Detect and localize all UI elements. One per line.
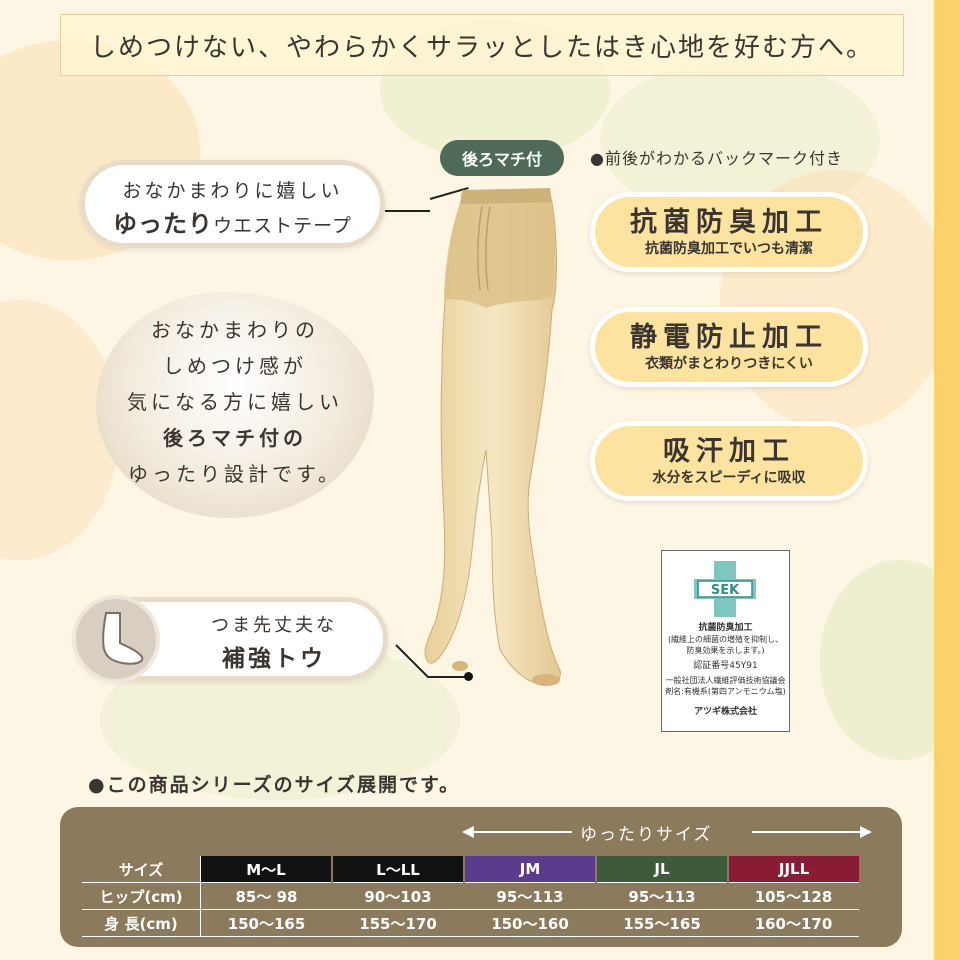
- waist-callout: おなかまわりに嬉しい ゆったりウエストテープ: [80, 160, 385, 248]
- toe-callout-line2: 補強トウ: [222, 645, 326, 672]
- foot-icon: [72, 595, 160, 683]
- size-cell: L〜LL: [332, 856, 465, 883]
- sek-line: 認証番号45Y91: [693, 661, 758, 671]
- tights-panty: [444, 202, 555, 308]
- waist-callout-line2: ゆったりウエストテープ: [80, 204, 385, 239]
- leader-dot: [464, 672, 473, 681]
- hip-cell: 95〜113: [596, 882, 728, 910]
- arrow-right-icon: [860, 826, 872, 838]
- size-table-row: ヒップ(cm) 85〜 98 90〜103 95〜113 95〜113 105〜…: [82, 882, 859, 910]
- feature-title: 静電防止加工: [630, 322, 828, 353]
- height-cell: 155〜170: [332, 909, 464, 937]
- toe-callout: つま先丈夫な 補強トウ: [72, 595, 388, 683]
- gusset-description-line: 気になる方に嬉しい: [127, 390, 343, 414]
- height-cell: 160〜170: [728, 909, 859, 937]
- sek-certification-label: SEK 抗菌防臭加工 (繊維上の細菌の増殖を抑制し、 防臭効果を示します。) 認…: [661, 550, 790, 732]
- sek-line: アツギ株式会社: [693, 707, 757, 717]
- waist-callout-rest: ウエストテープ: [213, 215, 352, 237]
- feature-antistatic: 静電防止加工 衣類がまとわりつきにくい: [590, 307, 868, 387]
- gusset-tag: 後ろマチ付: [440, 140, 564, 176]
- sek-line: (繊維上の細菌の増殖を抑制し、: [667, 635, 784, 644]
- right-accent-bar: [934, 0, 960, 960]
- tights-waistband: [460, 188, 552, 204]
- feature-title: 吸汗加工: [663, 436, 795, 467]
- feature-subtitle: 抗菌防臭加工でいつも清潔: [645, 241, 813, 257]
- waist-callout-bold: ゆったり: [113, 209, 214, 238]
- sek-logo-icon: SEK: [694, 561, 756, 617]
- feature-subtitle: 水分をスピーディに吸収: [652, 470, 806, 486]
- feature-subtitle: 衣類がまとわりつきにくい: [645, 356, 813, 372]
- hip-cell: 90〜103: [332, 882, 464, 910]
- size-cell: JM: [464, 856, 597, 883]
- waist-callout-line1: おなかまわりに嬉しい: [122, 180, 343, 202]
- header-banner: しめつけない、やわらかくサラッとしたはき心地を好む方へ。: [60, 14, 904, 76]
- height-cell: 155〜165: [596, 909, 728, 937]
- hip-cell: 95〜113: [464, 882, 596, 910]
- height-cell: 150〜160: [464, 909, 596, 937]
- arrow-line: [468, 831, 572, 833]
- sek-logo-text: SEK: [711, 583, 740, 598]
- row-label: サイズ: [82, 856, 201, 883]
- sek-line: 一般社団法人繊維評価技術協議会: [665, 676, 786, 685]
- arrow-line: [752, 831, 864, 833]
- size-cell: M〜L: [200, 856, 333, 883]
- size-cell: JL: [596, 856, 729, 883]
- gusset-description-line: しめつけ感が: [163, 354, 307, 378]
- gusset-description-line: 後ろマチ付の: [163, 426, 307, 450]
- size-cell: JJLL: [728, 856, 859, 883]
- tights-toe: [532, 674, 560, 686]
- sek-line: 抗菌防臭加工: [698, 623, 753, 633]
- tights-toe: [452, 661, 468, 671]
- gusset-description-line: おなかまわりの: [151, 318, 319, 342]
- feature-antibacterial: 抗菌防臭加工 抗菌防臭加工でいつも清潔: [590, 192, 868, 272]
- tights-illustration: [424, 188, 561, 686]
- sek-line: 剤名:有機系(第四アンモニウム塩): [665, 687, 786, 696]
- feature-sweat-absorbent: 吸汗加工 水分をスピーディに吸収: [590, 421, 868, 501]
- header-text: しめつけない、やわらかくサラッとしたはき心地を好む方へ。: [89, 32, 874, 63]
- tights-seam: [477, 205, 483, 291]
- size-table-row: 身 長(cm) 150〜165 155〜170 150〜160 155〜165 …: [82, 909, 859, 937]
- yuttari-range-indicator: ゆったりサイズ: [462, 820, 872, 845]
- leader-line: [385, 210, 430, 212]
- size-table-row: サイズ M〜L L〜LL JM JL JJLL: [82, 856, 859, 883]
- gusset-description-line: ゆったり設計です。: [128, 462, 342, 486]
- back-mark-note: ●前後がわかるバックマーク付き: [590, 149, 843, 168]
- leader-line: [428, 676, 466, 678]
- hip-cell: 105〜128: [728, 882, 859, 910]
- size-table: サイズ M〜L L〜LL JM JL JJLL ヒップ(cm) 85〜 98 9…: [82, 856, 859, 937]
- arrow-left-icon: [462, 826, 474, 838]
- height-cell: 150〜165: [200, 909, 332, 937]
- tights-seam: [485, 205, 491, 291]
- row-label: ヒップ(cm): [82, 882, 201, 910]
- sek-line: 防臭効果を示します。): [686, 646, 765, 655]
- feature-title: 抗菌防臭加工: [630, 207, 828, 238]
- yuttari-label: ゆったりサイズ: [580, 825, 713, 845]
- row-label: 身 長(cm): [82, 909, 201, 937]
- toe-callout-line1: つま先丈夫な: [211, 615, 337, 636]
- size-section-title: ●この商品シリーズのサイズ展開です。: [88, 774, 461, 796]
- gusset-description: おなかまわりの しめつけ感が 気になる方に嬉しい 後ろマチ付の ゆったり設計です…: [96, 292, 374, 518]
- hip-cell: 85〜 98: [200, 882, 332, 910]
- tights-body: [424, 201, 561, 685]
